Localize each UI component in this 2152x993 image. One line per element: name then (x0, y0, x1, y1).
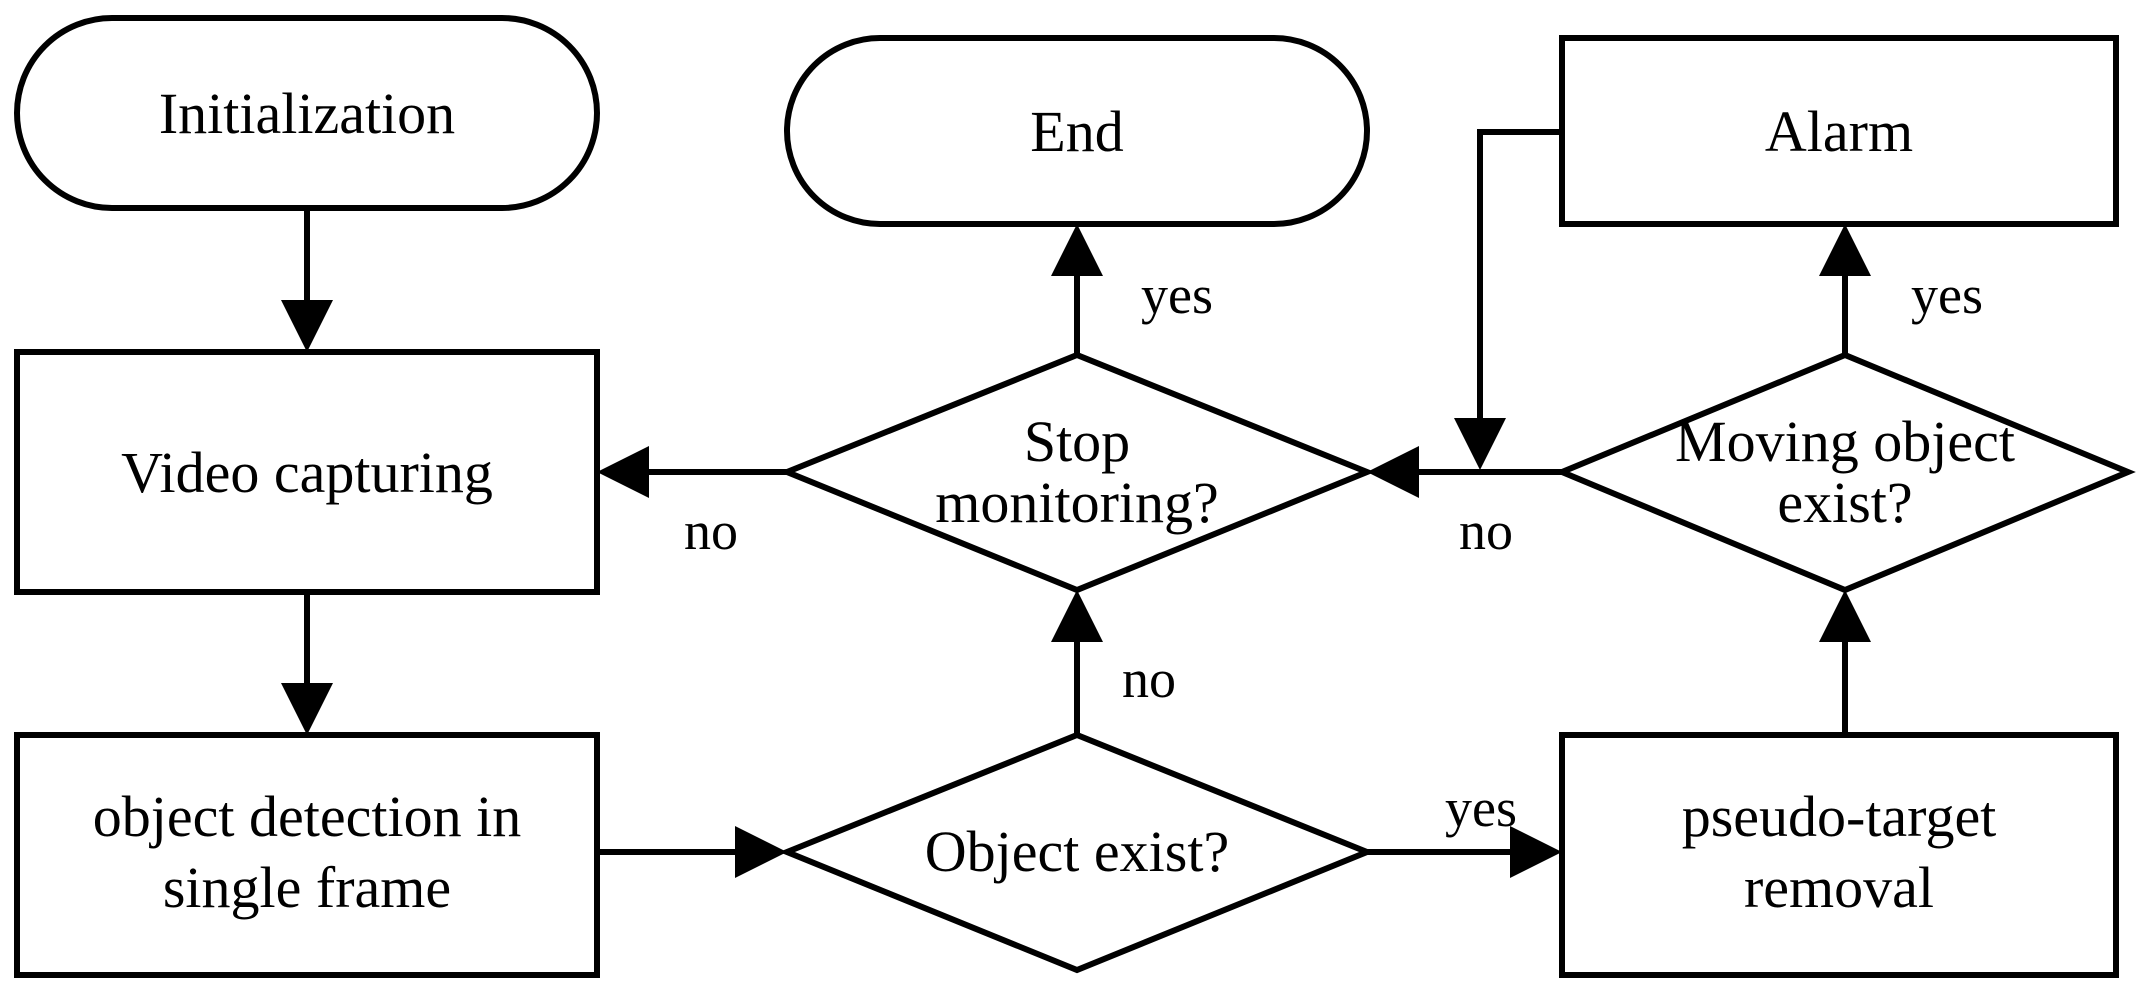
object-exist-to-pseudo-arrowhead (1510, 826, 1562, 878)
stop-to-end-arrowhead (1051, 224, 1103, 276)
moving-no-label: no (1459, 501, 1513, 561)
pseudo-target-label-line-1: pseudo-target (1682, 784, 1997, 849)
moving-yes-label: yes (1911, 265, 1983, 325)
object-detection-label-line-1: object detection in (93, 784, 521, 849)
alarm-feedback-arrowhead (1454, 418, 1506, 470)
pseudo-target-box (1559, 732, 2119, 978)
initialization-to-video-arrowhead (281, 300, 333, 352)
object-no-label: no (1122, 649, 1176, 709)
moving-object-label-line-2: exist? (1777, 470, 1912, 535)
stop-to-video-arrowhead (597, 446, 649, 498)
stop-no-label: no (684, 501, 738, 561)
moving-object-label-line-1: Moving object (1675, 409, 2015, 474)
object-exist-label: Object exist? (925, 819, 1229, 884)
alarm-box (1559, 35, 2119, 227)
alarm-label: Alarm (1765, 99, 1913, 164)
object-exist-to-stop-arrowhead (1051, 590, 1103, 642)
object-yes-label: yes (1445, 778, 1517, 838)
alarm-feedback-line (1477, 129, 1562, 418)
pseudo-target-label-line-2: removal (1744, 855, 1934, 920)
video-capturing-label: Video capturing (121, 440, 493, 505)
stop-monitoring-label-line-1: Stop (1024, 409, 1130, 474)
pseudo-to-moving-arrowhead (1819, 590, 1871, 642)
detection-to-object-exist-arrowhead (735, 826, 787, 878)
stop-yes-label: yes (1141, 265, 1213, 325)
moving-object-decision (1554, 351, 2136, 594)
object-detection-label-line-2: single frame (163, 855, 451, 920)
stop-monitoring-label-line-2: monitoring? (935, 470, 1219, 535)
video-to-detection-arrowhead (281, 683, 333, 735)
moving-to-stop-arrowhead (1367, 446, 1419, 498)
end-label: End (1030, 99, 1123, 164)
initialization-label: Initialization (159, 81, 455, 146)
object-detection-box (14, 732, 600, 978)
moving-to-alarm-arrowhead (1819, 224, 1871, 276)
